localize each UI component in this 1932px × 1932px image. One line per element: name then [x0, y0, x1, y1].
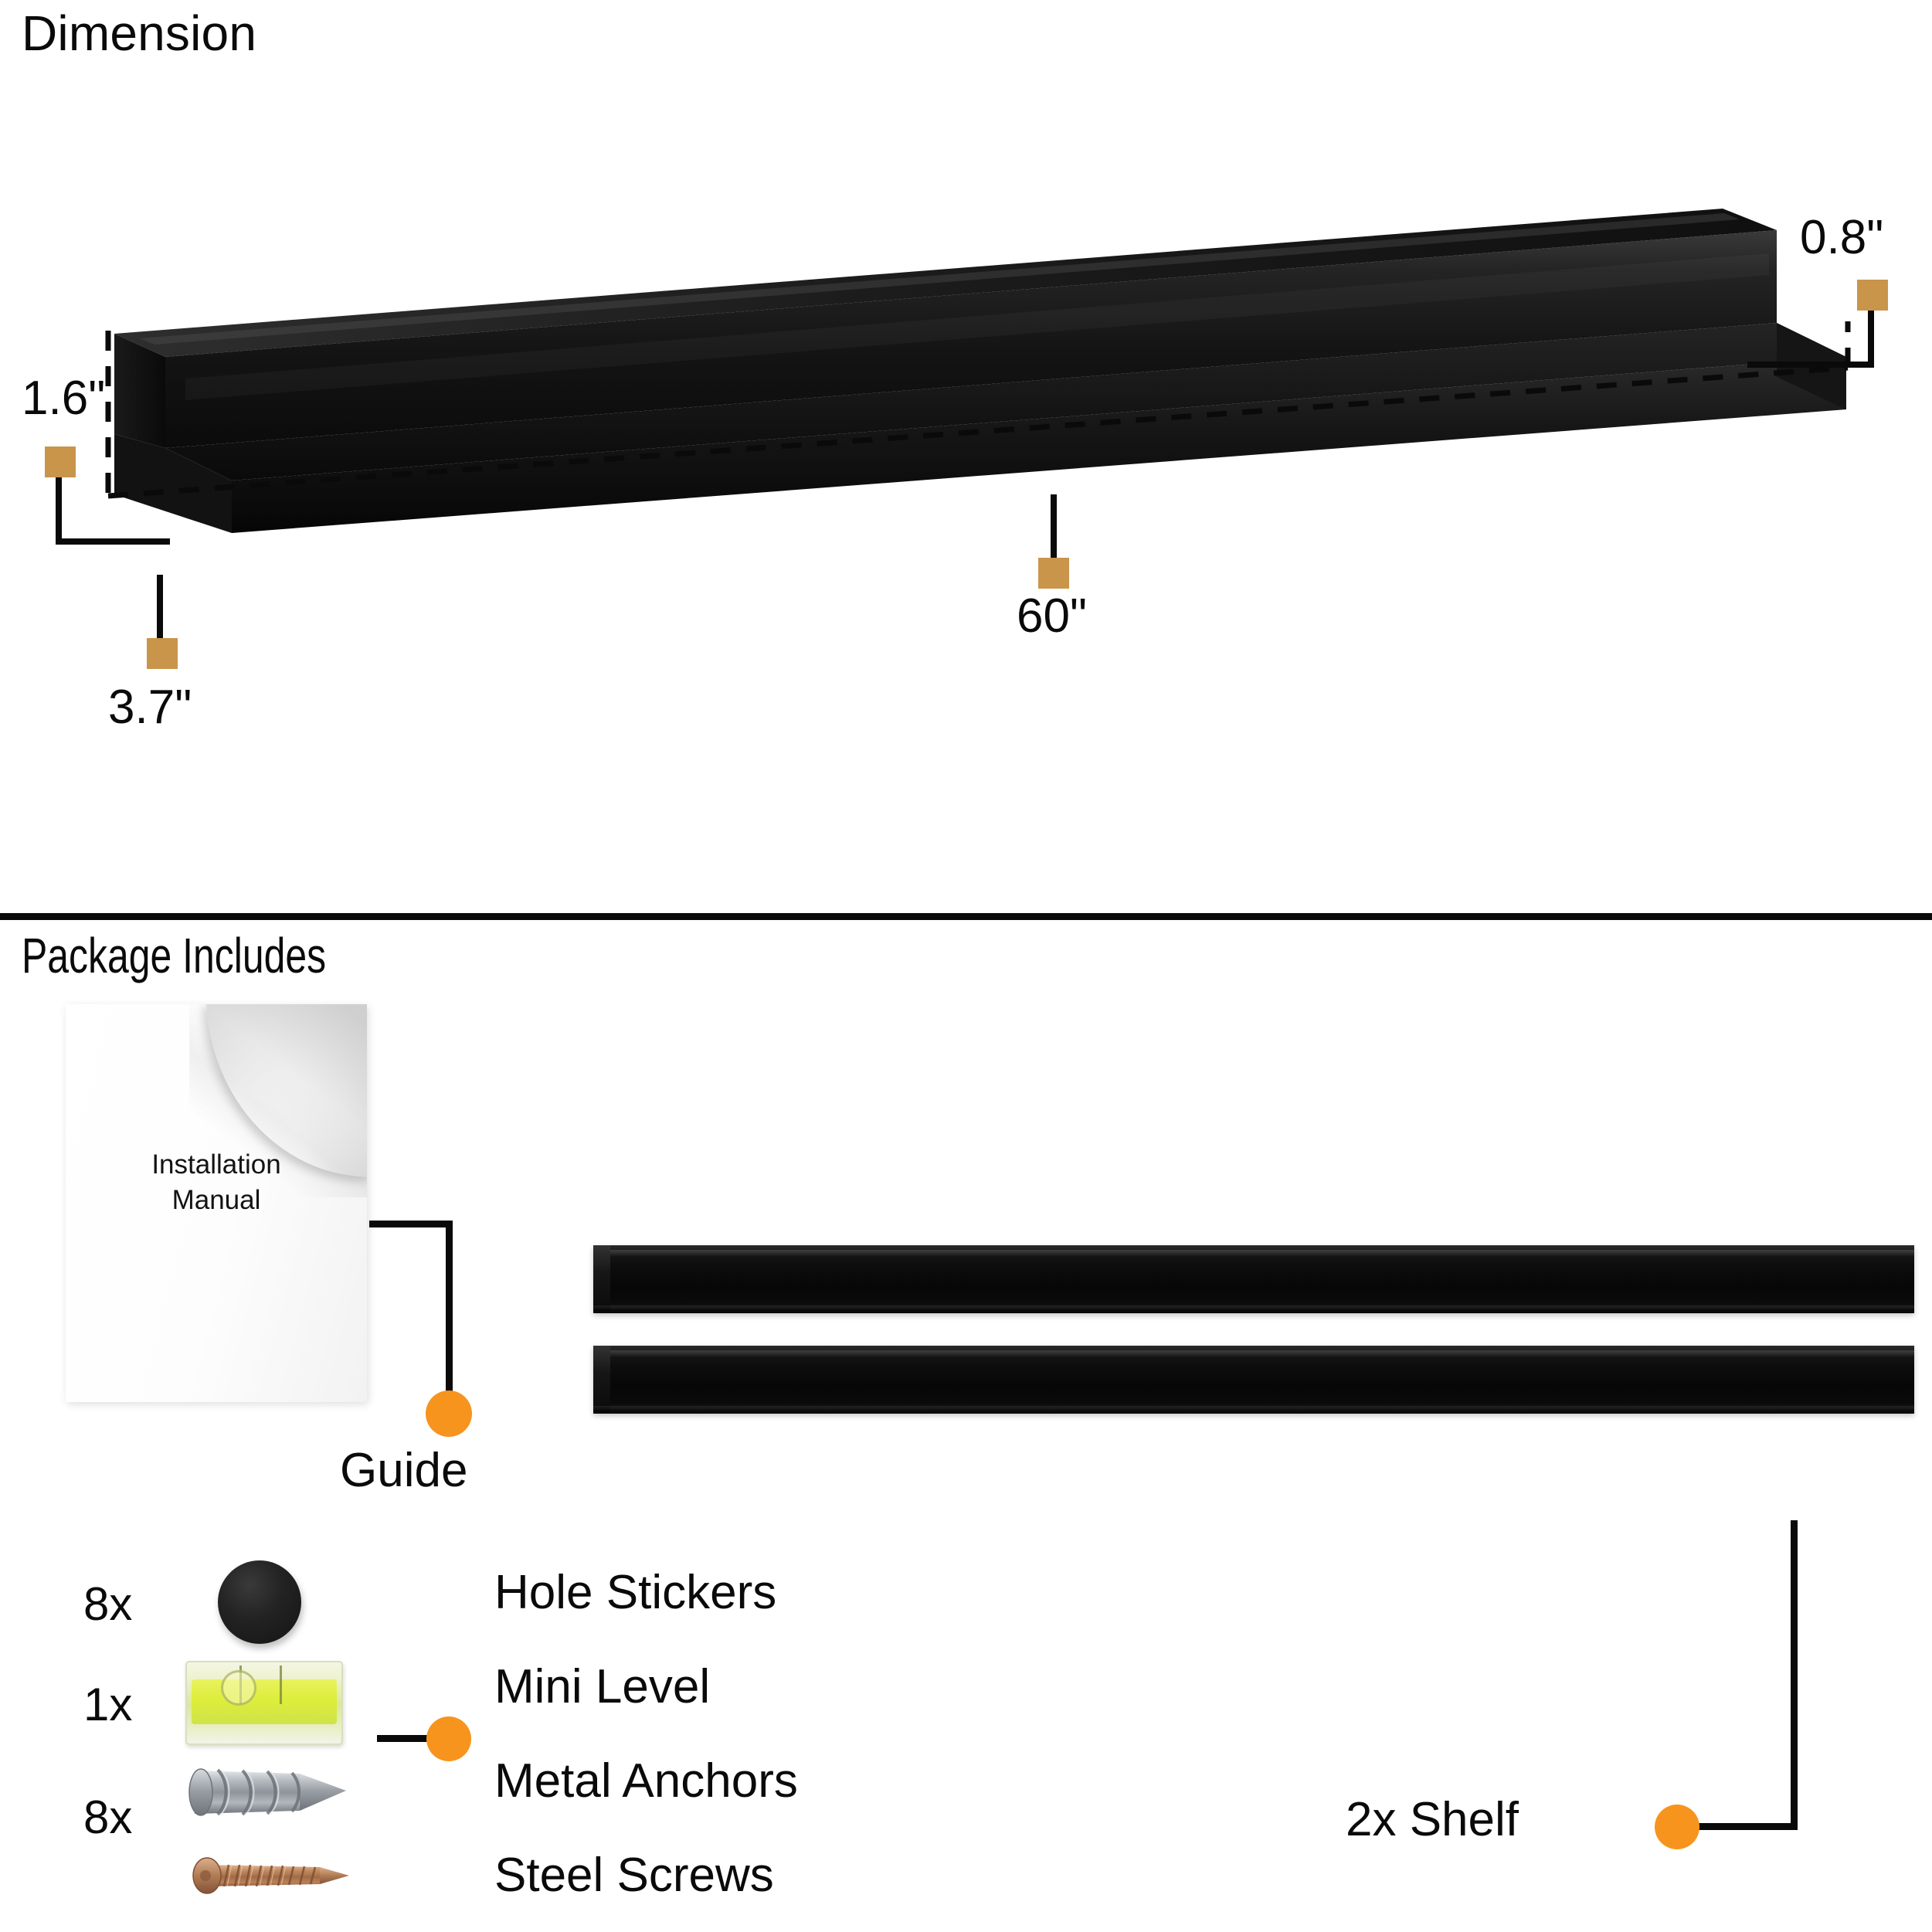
leader-line-parts-horizontal — [377, 1735, 442, 1742]
dimension-label-thickness: 0.8" — [1800, 211, 1884, 264]
steel-screw-icon — [184, 1848, 363, 1903]
manual-text: Installation Manual — [66, 1147, 367, 1218]
leader-line-guide-horizontal — [369, 1221, 453, 1227]
part-label-mini-level: Mini Level — [494, 1660, 711, 1713]
leader-line-height-vertical — [56, 477, 62, 544]
leader-line-depth-vertical — [157, 575, 163, 638]
part-qty-metal-anchors: 8x — [83, 1791, 133, 1843]
part-label-hole-stickers: Hole Stickers — [494, 1566, 777, 1619]
gold-marker-length — [1038, 558, 1069, 589]
part-qty-hole-stickers: 8x — [83, 1578, 133, 1630]
shelf-3d-illustration — [0, 131, 1932, 610]
leader-line-height-horizontal — [56, 538, 170, 545]
dimension-label-depth: 3.7" — [108, 681, 192, 734]
orange-dot-guide — [426, 1390, 472, 1437]
level-vial — [192, 1679, 337, 1724]
section-divider — [0, 913, 1932, 920]
leader-line-thickness-vertical — [1868, 311, 1874, 368]
level-mark-right — [280, 1665, 282, 1704]
orange-dot-parts — [426, 1716, 471, 1761]
dimension-label-length: 60" — [1017, 589, 1087, 643]
gold-marker-depth — [147, 638, 178, 669]
leader-line-shelf-vertical — [1791, 1520, 1798, 1829]
shelf-bar-2 — [593, 1346, 1914, 1414]
gold-marker-height — [45, 446, 76, 477]
shelf-bar-1-foot — [593, 1306, 1914, 1311]
orange-dot-shelf — [1655, 1805, 1699, 1849]
shelf-bar-1 — [593, 1245, 1914, 1313]
guide-label: Guide — [340, 1444, 468, 1497]
shelf-bar-2-endcap — [593, 1346, 610, 1414]
package-section-title: Package Includes — [22, 928, 327, 983]
leader-line-shelf-horizontal — [1678, 1823, 1798, 1830]
leader-line-guide-vertical — [446, 1221, 453, 1401]
shelf-bar-2-lip — [593, 1350, 1914, 1357]
manual-line-1: Installation — [151, 1149, 281, 1180]
shelf-quantity-label: 2x Shelf — [1346, 1793, 1519, 1846]
leader-line-thickness-horizontal — [1747, 362, 1874, 368]
mini-level-icon — [185, 1661, 343, 1745]
hole-sticker-icon — [218, 1560, 301, 1644]
part-label-metal-anchors: Metal Anchors — [494, 1754, 798, 1808]
shelf-bar-1-lip — [593, 1250, 1914, 1257]
leader-line-length-vertical — [1051, 494, 1057, 561]
part-qty-mini-level: 1x — [83, 1679, 133, 1730]
shelf-bar-1-endcap — [593, 1245, 610, 1313]
dimension-section-title: Dimension — [22, 5, 257, 61]
part-label-steel-screws: Steel Screws — [494, 1849, 774, 1902]
level-bubble — [221, 1670, 256, 1706]
dimension-label-height: 1.6" — [22, 372, 106, 425]
metal-anchor-icon — [184, 1755, 363, 1829]
gold-marker-thickness — [1857, 280, 1888, 311]
manual-line-2: Manual — [171, 1185, 261, 1216]
shelf-bar-2-foot — [593, 1406, 1914, 1411]
installation-manual-icon: Installation Manual — [66, 1004, 367, 1402]
